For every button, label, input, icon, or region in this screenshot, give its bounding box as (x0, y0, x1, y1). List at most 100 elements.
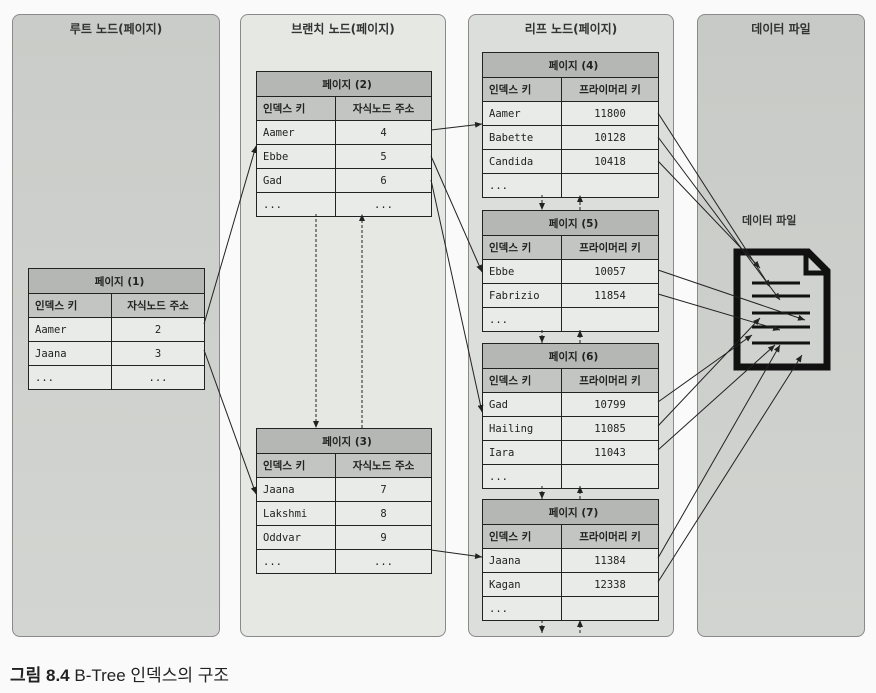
column-header: 프라이머리 키 (561, 525, 658, 548)
page-title-row: 페이지 (7) (483, 500, 658, 524)
figure-caption: 그림 8.4 B-Tree 인덱스의 구조 (10, 661, 229, 686)
page-title: 페이지 (1) (29, 269, 204, 293)
table-row: ... (483, 173, 658, 197)
column-header: 인덱스 키 (257, 454, 335, 477)
index-key-cell: Lakshmi (263, 507, 308, 520)
table-row: Gad 10799 (483, 392, 658, 416)
value-cell: 11800 (561, 102, 658, 125)
index-key-cell: Jaana (35, 347, 67, 360)
index-key-cell: ... (489, 602, 508, 615)
column-header: 프라이머리 키 (561, 236, 658, 259)
column-header: 자식노드 주소 (335, 97, 431, 120)
value-cell: 8 (335, 502, 431, 525)
index-key-cell: Iara (489, 446, 515, 459)
table-row: Aamer 11800 (483, 101, 658, 125)
column-header: 인덱스 키 (483, 236, 561, 259)
table-row: ... (483, 596, 658, 620)
index-key-cell: Hailing (489, 422, 534, 435)
page-title-row: 페이지 (2) (257, 72, 431, 96)
page-title-row: 페이지 (6) (483, 344, 658, 368)
arrow-root-to-page2 (203, 145, 257, 325)
page-title: 페이지 (2) (257, 72, 431, 96)
value-cell: 10057 (561, 260, 658, 283)
value-cell (561, 597, 658, 620)
index-key-cell: Gad (489, 398, 508, 411)
page-title-row: 페이지 (1) (29, 269, 204, 293)
value-cell: 6 (335, 169, 431, 192)
index-key-cell: ... (489, 179, 508, 192)
table-row: ...... (257, 192, 431, 216)
index-key-cell: ... (489, 470, 508, 483)
value-cell: 11043 (561, 441, 658, 464)
index-key-cell: Ebbe (263, 150, 289, 163)
page-title: 페이지 (5) (483, 211, 658, 235)
index-key-cell: ... (263, 555, 282, 568)
table-row: Gad 6 (257, 168, 431, 192)
index-key-cell: Fabrizio (489, 289, 540, 302)
index-key-cell: Candida (489, 155, 534, 168)
index-key-cell: Babette (489, 131, 534, 144)
caption-number: 그림 8.4 (10, 666, 70, 685)
value-cell: 5 (335, 145, 431, 168)
arrow-page3-to-page7 (430, 549, 483, 560)
table-row: Aamer 4 (257, 120, 431, 144)
table-row: Hailing 11085 (483, 416, 658, 440)
table-row: Jaana 11384 (483, 548, 658, 572)
index-key-cell: Jaana (489, 554, 521, 567)
column-header: 프라이머리 키 (561, 369, 658, 392)
value-cell (561, 465, 658, 488)
value-cell: 2 (111, 318, 204, 341)
index-key-cell: Aamer (489, 107, 521, 120)
column-header: 인덱스 키 (257, 97, 335, 120)
data-file-label: 데이터 파일 (742, 214, 797, 227)
value-cell: 11085 (561, 417, 658, 440)
table-row: ...... (29, 365, 204, 389)
index-key-cell: Aamer (263, 126, 295, 139)
column-header: 인덱스 키 (483, 369, 561, 392)
page-title: 페이지 (4) (483, 53, 658, 77)
root-node-title: 루트 노드(페이지) (69, 22, 163, 36)
value-cell: 3 (111, 342, 204, 365)
value-cell: 10799 (561, 393, 658, 416)
column-header: 인덱스 키 (29, 294, 111, 317)
column-header: 인덱스 키 (483, 525, 561, 548)
value-cell: ... (111, 366, 204, 389)
page-title-row: 페이지 (4) (483, 53, 658, 77)
index-key-cell: Jaana (263, 483, 295, 496)
column-header: 인덱스 키 (483, 78, 561, 101)
value-cell: 10128 (561, 126, 658, 149)
column-header: 자식노드 주소 (335, 454, 431, 477)
value-cell: ... (335, 550, 431, 573)
branch-node-title: 브랜치 노드(페이지) (291, 22, 395, 36)
table-row: Babette 10128 (483, 125, 658, 149)
value-cell: 11384 (561, 549, 658, 572)
table-row: Aamer 2 (29, 317, 204, 341)
column-header: 프라이머리 키 (561, 78, 658, 101)
table-row: ... (483, 464, 658, 488)
value-cell (561, 174, 658, 197)
value-cell: 9 (335, 526, 431, 549)
value-cell: 4 (335, 121, 431, 144)
index-key-cell: Aamer (35, 323, 67, 336)
page-title: 페이지 (7) (483, 500, 658, 524)
table-row: ... (483, 307, 658, 331)
index-key-cell: Gad (263, 174, 282, 187)
index-key-cell: Kagan (489, 578, 521, 591)
caption-text: B-Tree 인덱스의 구조 (69, 666, 229, 685)
value-cell: 10418 (561, 150, 658, 173)
